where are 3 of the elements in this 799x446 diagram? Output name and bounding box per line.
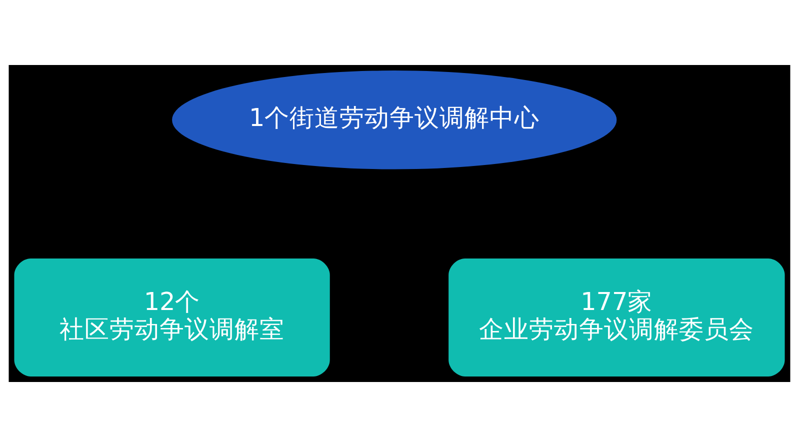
node-box: 12个 社区劳动争议调解室 (14, 258, 330, 376)
node-box: 177家 企业劳动争议调解委员会 (448, 258, 785, 376)
node-ellipse: 1个街道劳动争议调解中心 (172, 70, 617, 169)
